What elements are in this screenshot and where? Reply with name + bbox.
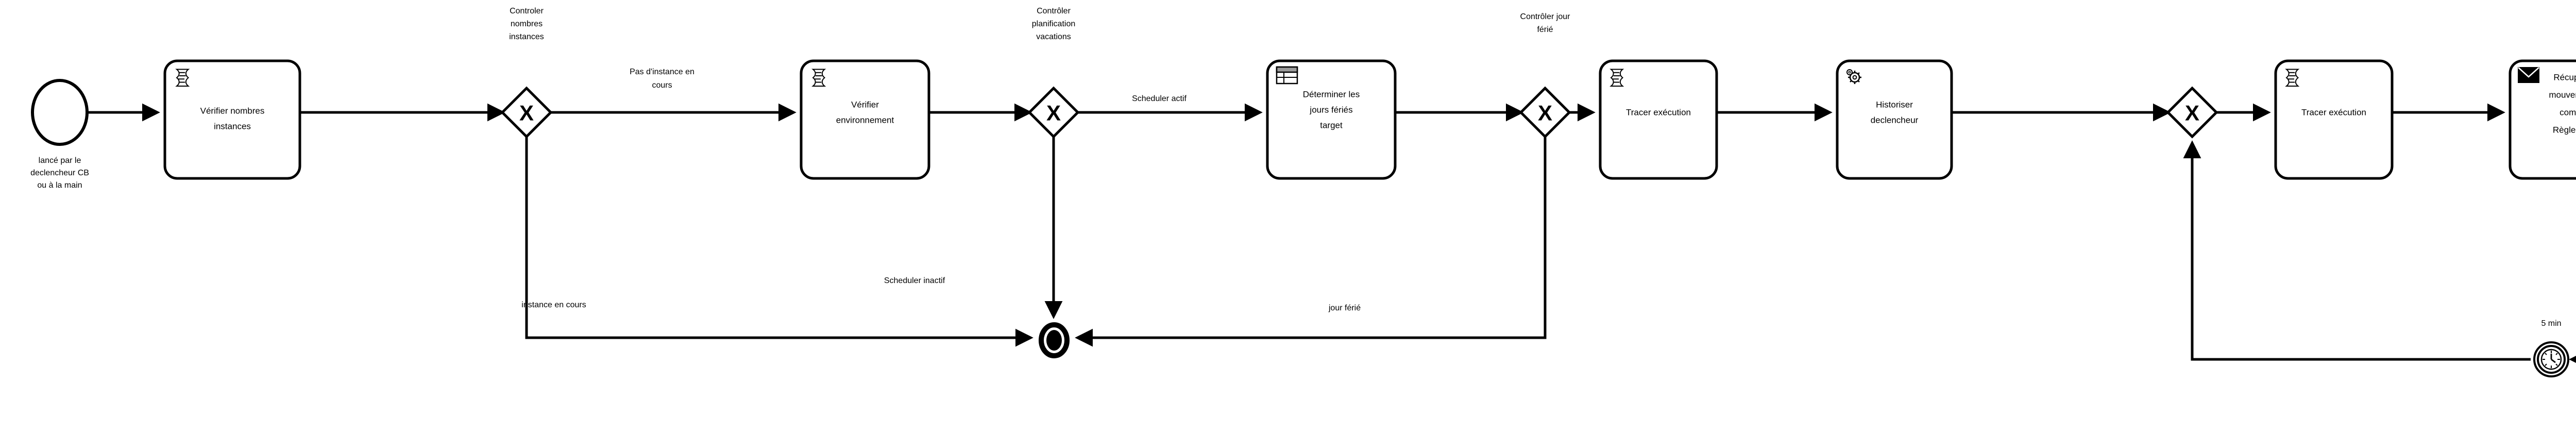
gateway-exclusive-x-icon: X (1046, 101, 1061, 125)
task-label-line3: compte (2560, 107, 2576, 117)
task-determiner-jours-feries-target[interactable]: Déterminer les jours fériés target (1266, 59, 1397, 180)
task-label-line2: mouvements (2549, 90, 2576, 100)
timer-event-5min[interactable]: 5 min (2533, 319, 2569, 377)
flow-labels: Pas d'instance en cours instance en cour… (521, 68, 1361, 312)
gateway-merge-exclusive[interactable]: X (2166, 86, 2218, 139)
task-label-line1: Tracer exécution (2301, 107, 2366, 117)
flow-gw-controler-instances-to-end-early (525, 137, 1033, 347)
start-event-label-line1: lancé par le (39, 156, 81, 165)
gateway-label-line1: Contrôler (1037, 7, 1071, 15)
gateway-label-line3: vacations (1036, 32, 1071, 41)
task-label-line3: target (1320, 120, 1343, 130)
flow-label-scheduler-actif: Scheduler actif (1132, 94, 1187, 103)
end-event-early[interactable] (1039, 322, 1070, 358)
script-task-icon (811, 69, 826, 87)
gateway-controler-nombres-instances[interactable]: X Controler nombres instances (500, 7, 553, 139)
gateway-label-line3: instances (509, 32, 544, 41)
gateway-exclusive-x-icon: X (1538, 101, 1552, 125)
gateways: X Controler nombres instances X Contrôle… (500, 7, 2218, 139)
start-event[interactable]: lancé par le declencheur CB ou à la main (30, 79, 89, 190)
gateway-exclusive-x-icon: X (2185, 101, 2199, 125)
flow-label-scheduler-inactif: Scheduler inactif (884, 276, 945, 285)
flow-gw-jour-ferie-to-end-early (1075, 137, 1547, 347)
gateway-label-line2: férié (1537, 25, 1553, 34)
start-event-label-line2: declencheur CB (30, 169, 89, 177)
flow-timer-5min-to-gw-merge (2183, 140, 2531, 361)
clock-icon (2540, 349, 2562, 370)
start-event-label-line3: ou à la main (37, 181, 82, 190)
gateway-exclusive-x-icon: X (519, 101, 534, 125)
flow-label-jour-ferie: jour férié (1328, 304, 1361, 312)
script-task-icon (175, 69, 190, 87)
task-label-line2: declencheur (1871, 115, 1919, 125)
task-label-line1: Récupérer (2553, 72, 2576, 82)
tasks: Vérifier nombres instances Vérifier envi… (163, 59, 2576, 180)
script-task-icon (2285, 69, 2300, 87)
flow-label-pas-instance-line2: cours (652, 81, 672, 90)
task-label-line1: Tracer exécution (1626, 107, 1691, 117)
task-label-line1: Vérifier nombres (200, 106, 265, 115)
task-tracer-execution-1[interactable]: Tracer exécution (1599, 59, 1718, 180)
flow-label-pas-instance-line1: Pas d'instance en (630, 68, 694, 76)
task-tracer-execution-2[interactable]: Tracer exécution (2274, 59, 2394, 180)
gateway-controler-jour-ferie[interactable]: X Contrôler jour férié (1519, 12, 1571, 139)
flow-label-instance-en-cours: instance en cours (521, 301, 586, 309)
gateway-label-line1: Contrôler jour (1520, 12, 1571, 21)
gateway-label-line2: planification (1032, 20, 1076, 28)
script-task-icon (1609, 69, 1624, 87)
task-label-line2: jours fériés (1309, 105, 1352, 114)
task-label-line1: Déterminer les (1303, 89, 1360, 99)
timer-5min-label: 5 min (2541, 319, 2561, 328)
send-message-task-icon (2518, 67, 2539, 83)
task-label-line4: Règlement (2553, 125, 2576, 135)
sequence-flows (88, 103, 2576, 369)
gateway-label-line1: Controler (510, 7, 544, 15)
task-historiser-declencheur[interactable]: Historiser declencheur (1836, 59, 1953, 180)
task-label-line1: Historiser (1876, 100, 1913, 109)
gateway-controler-planification-vacations[interactable]: X Contrôler planification vacations (1027, 7, 1080, 139)
task-label-line2: environnement (836, 115, 894, 125)
service-task-icon (1846, 69, 1861, 84)
task-verifier-environnement[interactable]: Vérifier environnement (800, 59, 930, 180)
events: lancé par le declencheur CB ou à la main (30, 79, 2569, 377)
task-label-line1: Vérifier (851, 100, 879, 109)
gateway-label-line2: nombres (511, 20, 543, 28)
task-recuperer-mouvements-compte-reglement[interactable]: Récupérer mouvements compte Règlement (2509, 59, 2576, 180)
business-rule-task-icon (1276, 66, 1298, 85)
task-verifier-nombres-instances[interactable]: Vérifier nombres instances (163, 59, 301, 180)
task-label-line2: instances (214, 121, 251, 131)
